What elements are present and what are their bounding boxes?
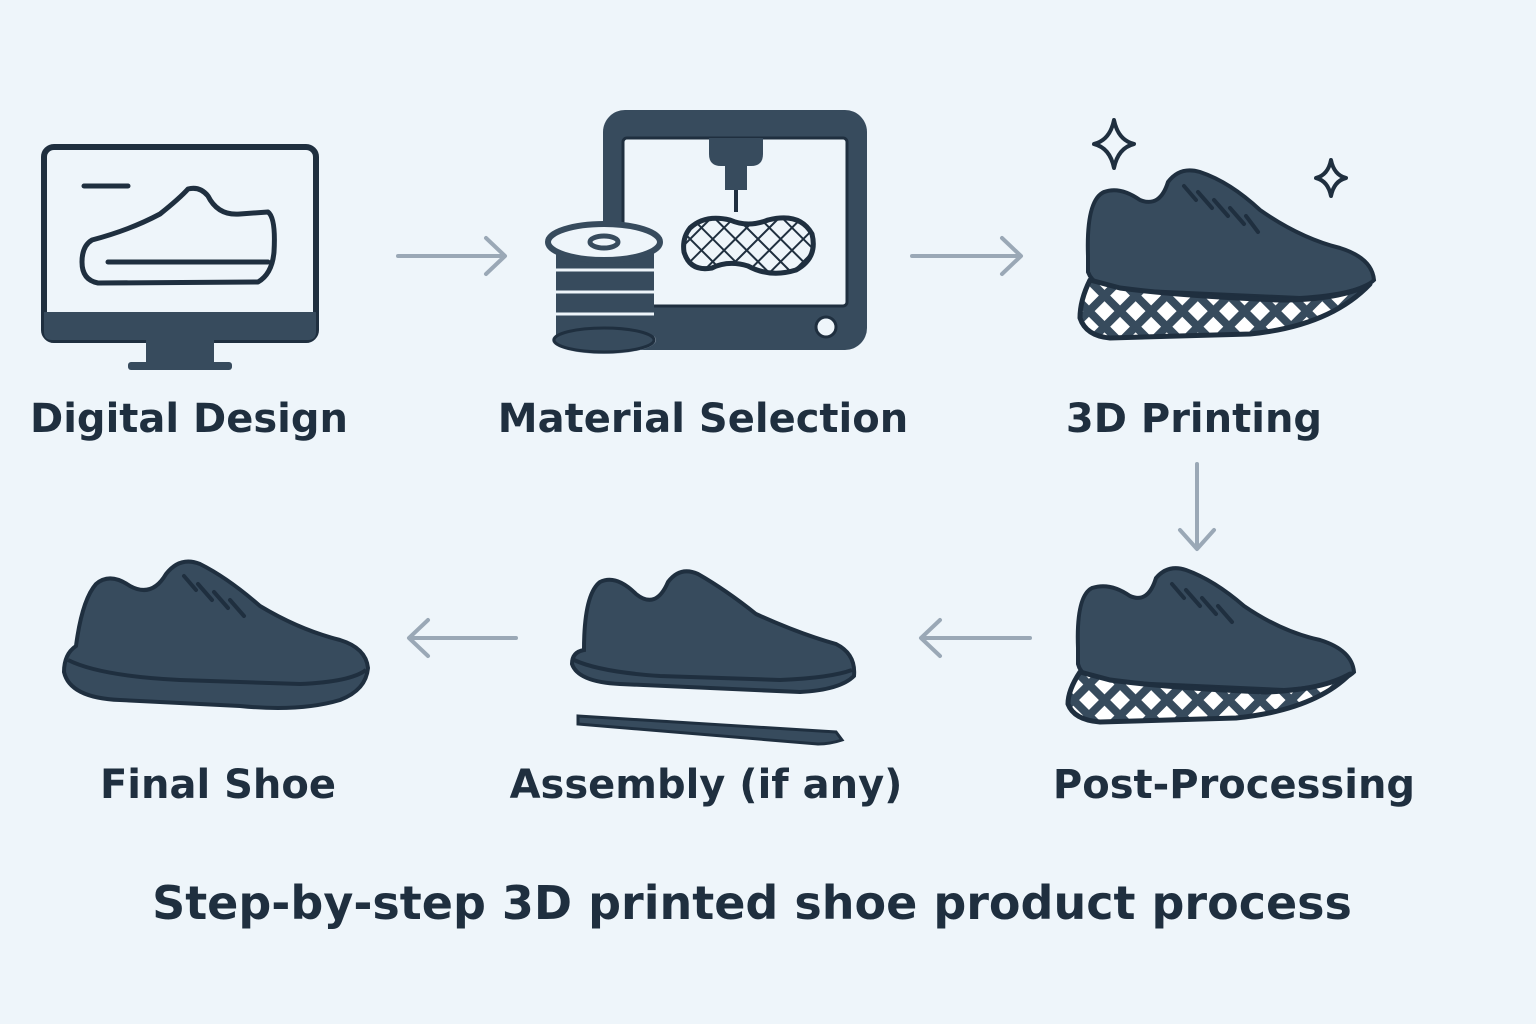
arrow-right-icon <box>910 236 1023 276</box>
step-label-final-shoe: Final Shoe <box>99 762 337 808</box>
lattice-sole-shoe-icon <box>1065 566 1357 725</box>
step-label-material-selection: Material Selection <box>497 396 909 442</box>
step-label-3d-printing: 3D Printing <box>1065 396 1323 442</box>
step-label-post-processing: Post-Processing <box>1052 762 1416 808</box>
printed-shoe-icon <box>1077 118 1377 341</box>
finished-shoe-icon <box>61 559 371 710</box>
shoe-insole-icon <box>569 569 857 746</box>
monitor-shoe-icon <box>41 144 319 370</box>
arrow-down-icon <box>1178 462 1216 551</box>
diagram-caption: Step-by-step 3D printed shoe product pro… <box>152 876 1352 930</box>
step-label-digital-design: Digital Design <box>30 396 348 442</box>
arrow-left-icon <box>919 618 1032 658</box>
3d-printer-filament-icon <box>545 110 867 354</box>
arrow-right-icon <box>396 236 507 276</box>
step-label-assembly: Assembly (if any) <box>509 762 903 808</box>
arrow-left-icon <box>407 618 518 658</box>
